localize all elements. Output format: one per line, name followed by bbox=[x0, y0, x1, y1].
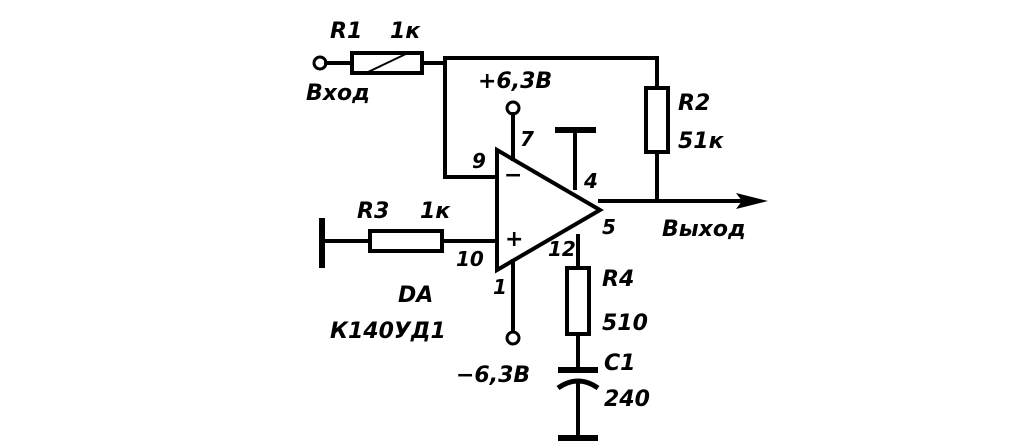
r2-value-label: 51к bbox=[678, 129, 725, 154]
r2-name-label: R2 bbox=[678, 91, 710, 116]
pin9-label: 9 bbox=[472, 149, 486, 173]
resistor-r4 bbox=[565, 266, 591, 336]
resistor-r2 bbox=[644, 86, 670, 154]
r3-name-label: R3 bbox=[357, 199, 389, 224]
input-label: Вход bbox=[306, 81, 370, 106]
neg-supply-label: −6,3В bbox=[456, 363, 530, 388]
r1-name-label: R1 bbox=[330, 19, 362, 44]
c1-name-label: C1 bbox=[604, 351, 635, 376]
pin1-label: 1 bbox=[493, 275, 507, 299]
op-amp-part-label: К140УД1 bbox=[330, 319, 446, 344]
pin5-label: 5 bbox=[602, 215, 616, 239]
op-amp-designator-label: DA bbox=[398, 283, 433, 308]
plus-sign-label: + bbox=[505, 227, 523, 252]
r1-value-label: 1к bbox=[390, 19, 421, 44]
op-amp-triangle bbox=[495, 146, 604, 274]
r1-trimmer-arrow bbox=[367, 51, 411, 73]
pos-supply-label: +6,3В bbox=[478, 69, 552, 94]
resistor-r3 bbox=[368, 229, 444, 253]
minus-sign-label: − bbox=[504, 163, 522, 188]
output-arrow-icon bbox=[736, 193, 768, 209]
pin7-label: 7 bbox=[520, 127, 534, 151]
pin10-label: 10 bbox=[456, 247, 484, 271]
r4-name-label: R4 bbox=[602, 267, 634, 292]
r4-value-label: 510 bbox=[602, 311, 648, 336]
c1-value-label: 240 bbox=[604, 387, 650, 412]
output-label: Выход bbox=[662, 217, 746, 242]
pin12-label: 12 bbox=[548, 237, 576, 261]
pin4-label: 4 bbox=[583, 169, 598, 193]
r3-value-label: 1к bbox=[420, 199, 451, 224]
neg-supply-terminal bbox=[505, 330, 521, 346]
